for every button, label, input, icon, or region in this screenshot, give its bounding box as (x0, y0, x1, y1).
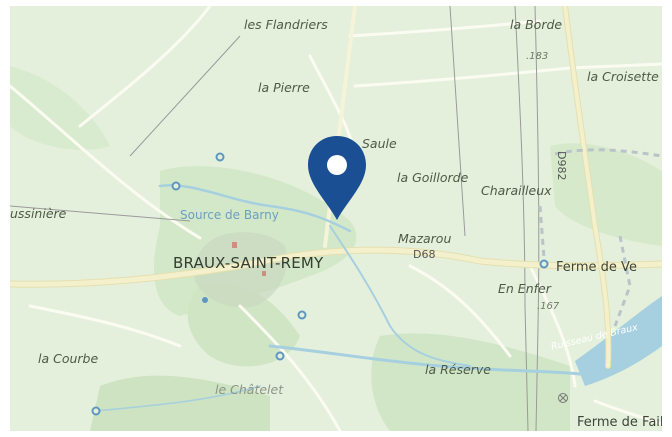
spring-icon (275, 351, 285, 361)
spring-icon (215, 152, 225, 162)
place-label: les Flandriers (244, 17, 328, 32)
cross-icon (558, 393, 568, 403)
place-label: la Borde (510, 17, 563, 32)
place-label: la Pierre (258, 80, 310, 95)
place-label: Ferme de Ve (556, 260, 637, 275)
water-label: Source de Barny (180, 208, 279, 222)
place-label: la Croisette (587, 69, 659, 84)
town-label: BRAUX-SAINT-REMY (173, 254, 324, 272)
spring-icon (171, 181, 181, 191)
major-roads (10, 6, 662, 369)
spring-icon (202, 297, 208, 303)
built-up-area (194, 232, 287, 308)
forest-area (371, 333, 570, 431)
road-label: D68 (413, 248, 436, 261)
building (262, 271, 266, 276)
place-label: la Courbe (38, 351, 99, 366)
spring-icon (539, 259, 549, 269)
altitude-label: .167 (537, 301, 560, 312)
place-label: Charailleux (481, 183, 552, 198)
road-label: D982 (555, 151, 568, 181)
spring-icon (91, 406, 101, 416)
place-label: le Châtelet (215, 382, 284, 397)
location-pin-icon[interactable] (306, 134, 368, 222)
place-label: Mazarou (398, 231, 452, 246)
place-label: En Enfer (498, 281, 551, 296)
forest-area (90, 375, 270, 431)
spring-icon (297, 310, 307, 320)
forest-area (550, 143, 662, 246)
place-label: Ferme de Faillv (577, 415, 662, 430)
place-label: ussinière (10, 206, 67, 221)
dashed-trails (538, 148, 662, 327)
place-label: la Réserve (425, 362, 491, 377)
water-points (91, 152, 549, 416)
railway-lines (10, 6, 540, 431)
forest-area (10, 66, 110, 150)
map-view[interactable]: les Flandriers la Borde .183 la Croisett… (10, 6, 662, 431)
water-area (575, 296, 662, 386)
streams (94, 183, 582, 412)
map-canvas (10, 6, 662, 431)
place-label: Saule (362, 136, 397, 151)
place-label: la Goillorde (397, 170, 469, 185)
altitude-label: .183 (526, 51, 549, 62)
building (232, 242, 237, 248)
